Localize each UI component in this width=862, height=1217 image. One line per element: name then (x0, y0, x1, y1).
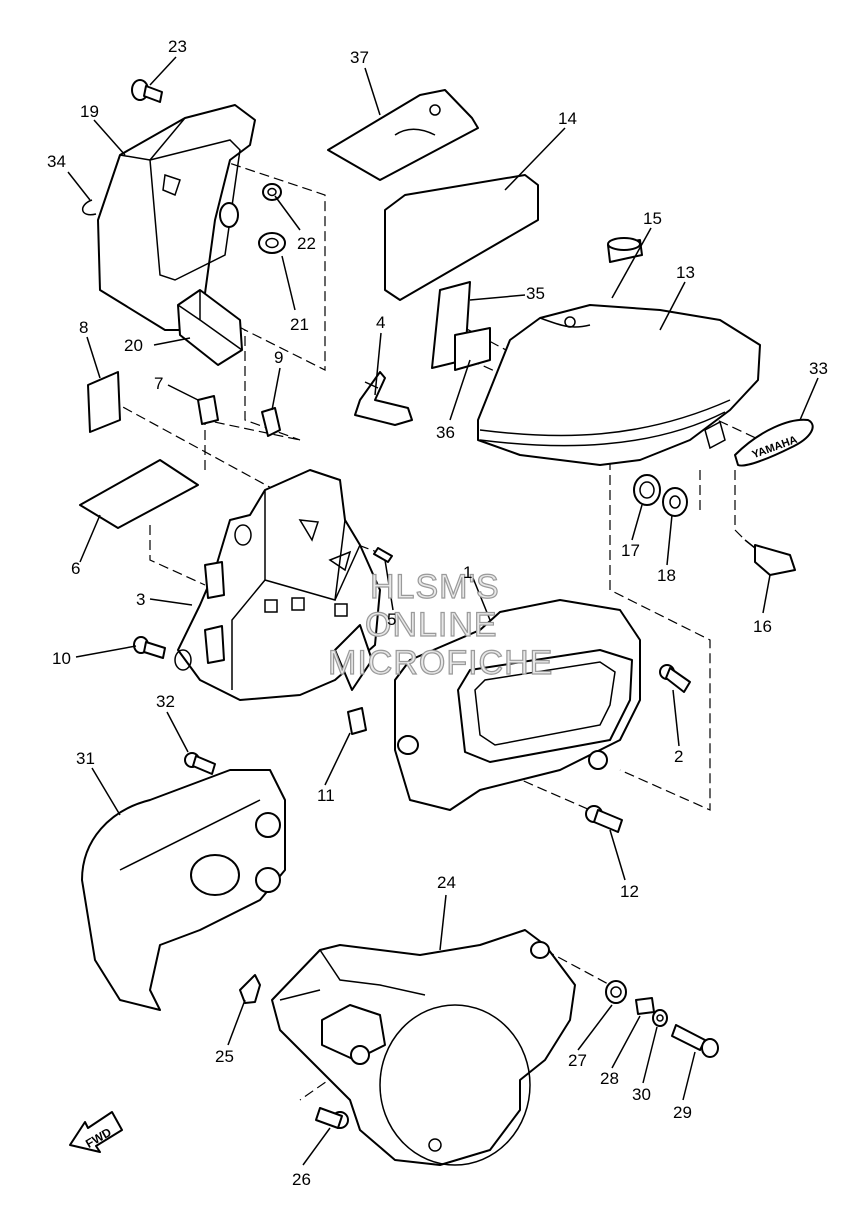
part-23-bolt (131, 79, 163, 103)
part-3-battery-box (174, 469, 381, 701)
part-13-right-cover (477, 304, 761, 466)
watermark-line-3: MICROFICHE (328, 644, 553, 682)
part-34-clip (82, 199, 97, 216)
part-label-1: 1 (463, 563, 472, 582)
part-label-11: 11 (317, 786, 335, 805)
part-label-30: 30 (632, 1085, 651, 1104)
part-8-pad (87, 371, 121, 433)
part-1-air-case (394, 599, 641, 811)
part-label-31: 31 (76, 749, 95, 768)
part-10-bolt (133, 636, 166, 659)
part-label-16: 16 (753, 617, 772, 636)
part-label-18: 18 (657, 566, 676, 585)
part-label-2: 2 (674, 747, 683, 766)
part-26-bolt (315, 1107, 349, 1129)
part-label-4: 4 (376, 313, 385, 332)
part-9-clip (261, 407, 281, 437)
part-label-17: 17 (621, 541, 640, 560)
part-11-clip (347, 707, 367, 735)
part-27-collar (605, 980, 627, 1004)
part-15-grommet (607, 237, 643, 263)
part-label-8: 8 (79, 318, 88, 337)
part-label-9: 9 (274, 348, 283, 367)
part-label-15: 15 (643, 209, 662, 228)
part-30-washer (652, 1009, 668, 1027)
part-22-grommet (262, 183, 282, 201)
part-19-left-cover (97, 104, 256, 331)
part-16-lock (744, 539, 796, 576)
part-29-bolt (671, 1024, 719, 1058)
part-32-bolt (184, 752, 216, 775)
part-12-bolt (585, 805, 623, 833)
part-24-cover (271, 929, 576, 1166)
watermark: HLSM'S ONLINE MICROFICHE (327, 567, 553, 682)
part-28-spacer (635, 997, 655, 1015)
part-6-sheet (79, 459, 199, 529)
part-label-20: 20 (124, 336, 143, 355)
part-14-panel (384, 174, 539, 301)
part-4-bracket (354, 371, 413, 426)
part-label-23: 23 (168, 37, 187, 56)
watermark-line-2: ONLINE (365, 606, 498, 644)
part-label-27: 27 (568, 1051, 587, 1070)
part-label-25: 25 (215, 1047, 234, 1066)
fwd-arrow-icon: FWD (69, 1111, 123, 1153)
part-20-block (177, 289, 243, 366)
part-label-37: 37 (350, 48, 369, 67)
watermark-line-1: HLSM'S (370, 568, 500, 606)
part-label-34: 34 (47, 152, 66, 171)
part-label-6: 6 (71, 559, 80, 578)
part-label-13: 13 (676, 263, 695, 282)
part-label-28: 28 (600, 1069, 619, 1088)
part-25-plug (239, 974, 261, 1004)
part-36-block (454, 327, 491, 371)
part-label-24: 24 (437, 873, 456, 892)
part-21-grommet (258, 232, 286, 254)
part-label-12: 12 (620, 882, 639, 901)
part-label-14: 14 (558, 109, 577, 128)
part-labels: 23 19 34 22 21 20 37 14 15 13 35 36 4 9 … (47, 37, 828, 1189)
part-label-3: 3 (136, 590, 145, 609)
part-33-emblem: YAMAHA (734, 418, 814, 467)
part-7-sleeve (197, 395, 219, 425)
leader-lines (67, 56, 819, 1166)
part-label-22: 22 (297, 234, 316, 253)
part-17-nut (633, 474, 661, 506)
part-label-29: 29 (673, 1103, 692, 1122)
part-label-36: 36 (436, 423, 455, 442)
part-label-35: 35 (526, 284, 545, 303)
part-2-bolt (659, 664, 691, 693)
part-label-32: 32 (156, 692, 175, 711)
part-label-21: 21 (290, 315, 309, 334)
part-label-5: 5 (387, 610, 396, 629)
part-label-10: 10 (52, 649, 71, 668)
part-18-grommet (662, 487, 688, 517)
part-label-26: 26 (292, 1170, 311, 1189)
part-5-pin (373, 547, 393, 563)
part-label-7: 7 (154, 374, 163, 393)
part-label-19: 19 (80, 102, 99, 121)
part-37-pad (327, 89, 479, 181)
part-label-33: 33 (809, 359, 828, 378)
part-31-cover (81, 769, 286, 1011)
